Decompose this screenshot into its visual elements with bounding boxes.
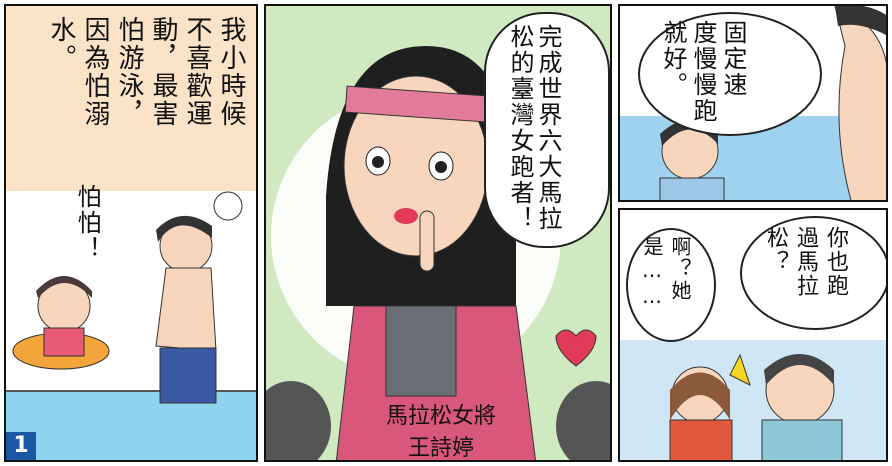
panel-4-speech-left: 啊？她 是……	[638, 236, 694, 336]
speech-line-2: 過馬拉	[793, 226, 818, 298]
panel-4-speech-bubble-left	[626, 228, 716, 342]
girl-speech: 怕怕！	[73, 184, 101, 262]
panel-3-speech: 固定速 度慢慢跑 就好。	[658, 20, 748, 130]
panel-2-scene	[266, 46, 610, 460]
panel-1-scene	[6, 6, 256, 460]
narration-line-3: 動，最害	[148, 16, 178, 128]
speech-line-1: 完成世界六大馬拉	[534, 24, 562, 232]
panel-4-speech-right: 你也跑 過馬拉 松？	[760, 226, 850, 326]
panel-1-narration: 我小時候 不喜歡運 動，最害 怕游泳， 因為怕溺 水。	[44, 16, 248, 186]
panel-2-speech: 完成世界六大馬拉 松的臺灣女跑者！	[506, 24, 562, 234]
panel-3-speech-bubble	[638, 12, 822, 136]
speech-line-2: 松的臺灣女跑者！	[506, 24, 534, 232]
panel-2-speech-bubble	[484, 12, 610, 248]
speech-line-3: 就好。	[659, 20, 687, 98]
speech-line-2: 是……	[640, 236, 664, 310]
panel-4-scene	[620, 340, 886, 460]
comic-panel-2: 完成世界六大馬拉 松的臺灣女跑者！ 馬拉松女將 王詩婷	[264, 4, 612, 462]
panel-4-speech-bubble-right	[740, 216, 886, 330]
narration-line-1: 我小時候	[216, 16, 246, 128]
speech-line-1: 啊？她	[668, 236, 692, 302]
panel-number-badge: 1	[6, 432, 36, 460]
narration-line-2: 不喜歡運	[182, 16, 212, 128]
speech-line-2: 度慢慢跑	[689, 20, 717, 124]
panel-2-caption-line-1: 馬拉松女將	[385, 404, 496, 429]
speech-line-1: 固定速	[719, 20, 747, 98]
comic-panel-1: 我小時候 不喜歡運 動，最害 怕游泳， 因為怕溺 水。 怕怕！ 1	[4, 4, 258, 462]
narration-line-4: 怕游泳，	[114, 16, 144, 128]
comic-panel-3: 固定速 度慢慢跑 就好。	[618, 4, 888, 202]
narration-line-5: 因為怕溺	[80, 16, 110, 128]
speech-line-3: 松？	[763, 226, 788, 274]
speech-line-1: 你也跑	[823, 226, 848, 298]
comic-panel-4: 你也跑 過馬拉 松？ 啊？她 是……	[618, 208, 888, 462]
narration-line-6: 水。	[46, 16, 76, 72]
panel-2-caption-line-2: 王詩婷	[407, 436, 474, 461]
